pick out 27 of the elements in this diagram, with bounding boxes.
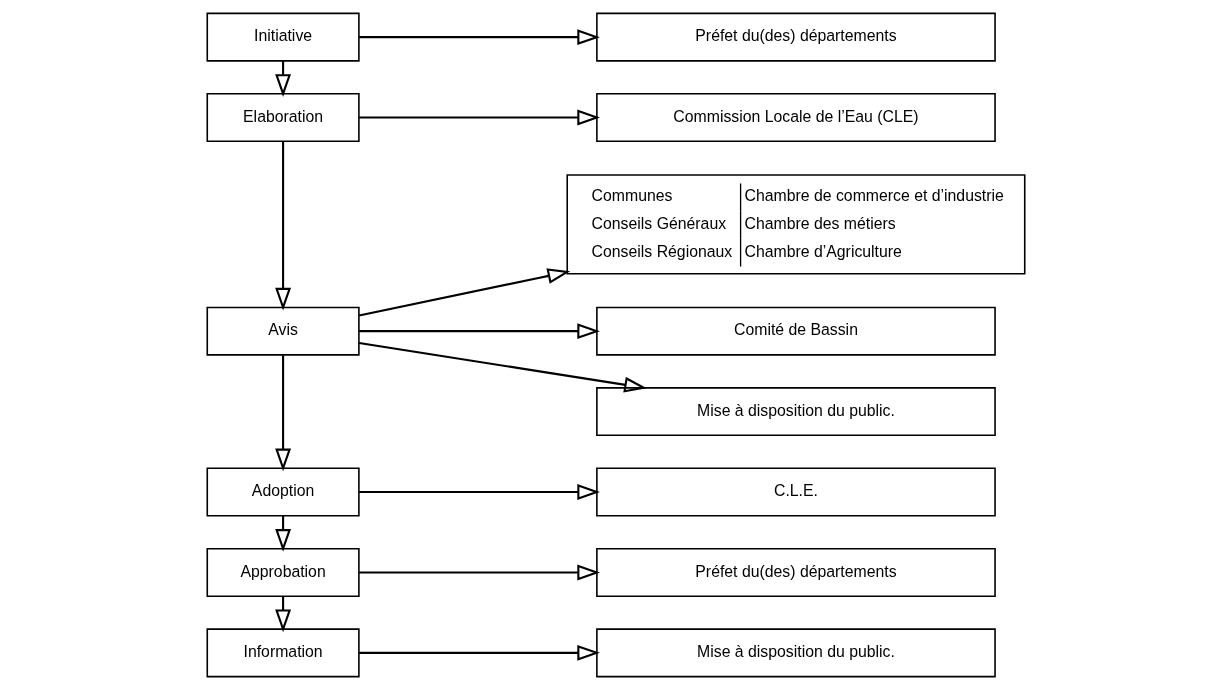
node-box: Adoption <box>206 467 360 517</box>
arrow <box>358 29 600 46</box>
node-box: Avis <box>206 306 360 356</box>
arrow <box>274 515 291 552</box>
node-box: Information <box>206 628 360 678</box>
node-box: Communes Chambre de commerce et d’industrie Conseils Généraux Chambre des métiers Conseils Régionaux Chambre d’Agriculture <box>565 174 1025 275</box>
node-box: Elaboration <box>206 93 360 143</box>
arrow <box>358 268 570 317</box>
node-box: Préfet du(des) départements <box>595 547 996 597</box>
node-box: Mise à disposition du public. <box>595 628 996 678</box>
node-box: Commission Locale de l’Eau (CLE) <box>595 93 996 143</box>
arrow <box>358 564 600 581</box>
node-box: Approbation <box>206 547 360 597</box>
arrow <box>274 141 291 311</box>
arrow <box>358 109 600 126</box>
arrow <box>274 61 291 97</box>
arrow <box>274 355 291 472</box>
node-box: Préfet du(des) départements <box>595 12 996 62</box>
arrow <box>358 323 600 340</box>
arrow <box>358 644 600 661</box>
node-box: Mise à disposition du public. <box>595 387 996 437</box>
node-box: C.L.E. <box>595 467 996 517</box>
node-box: Initiative <box>206 12 360 62</box>
arrow <box>358 484 600 500</box>
arrow <box>274 596 291 633</box>
node-box: Comité de Bassin <box>595 306 996 356</box>
arrow <box>358 341 647 393</box>
